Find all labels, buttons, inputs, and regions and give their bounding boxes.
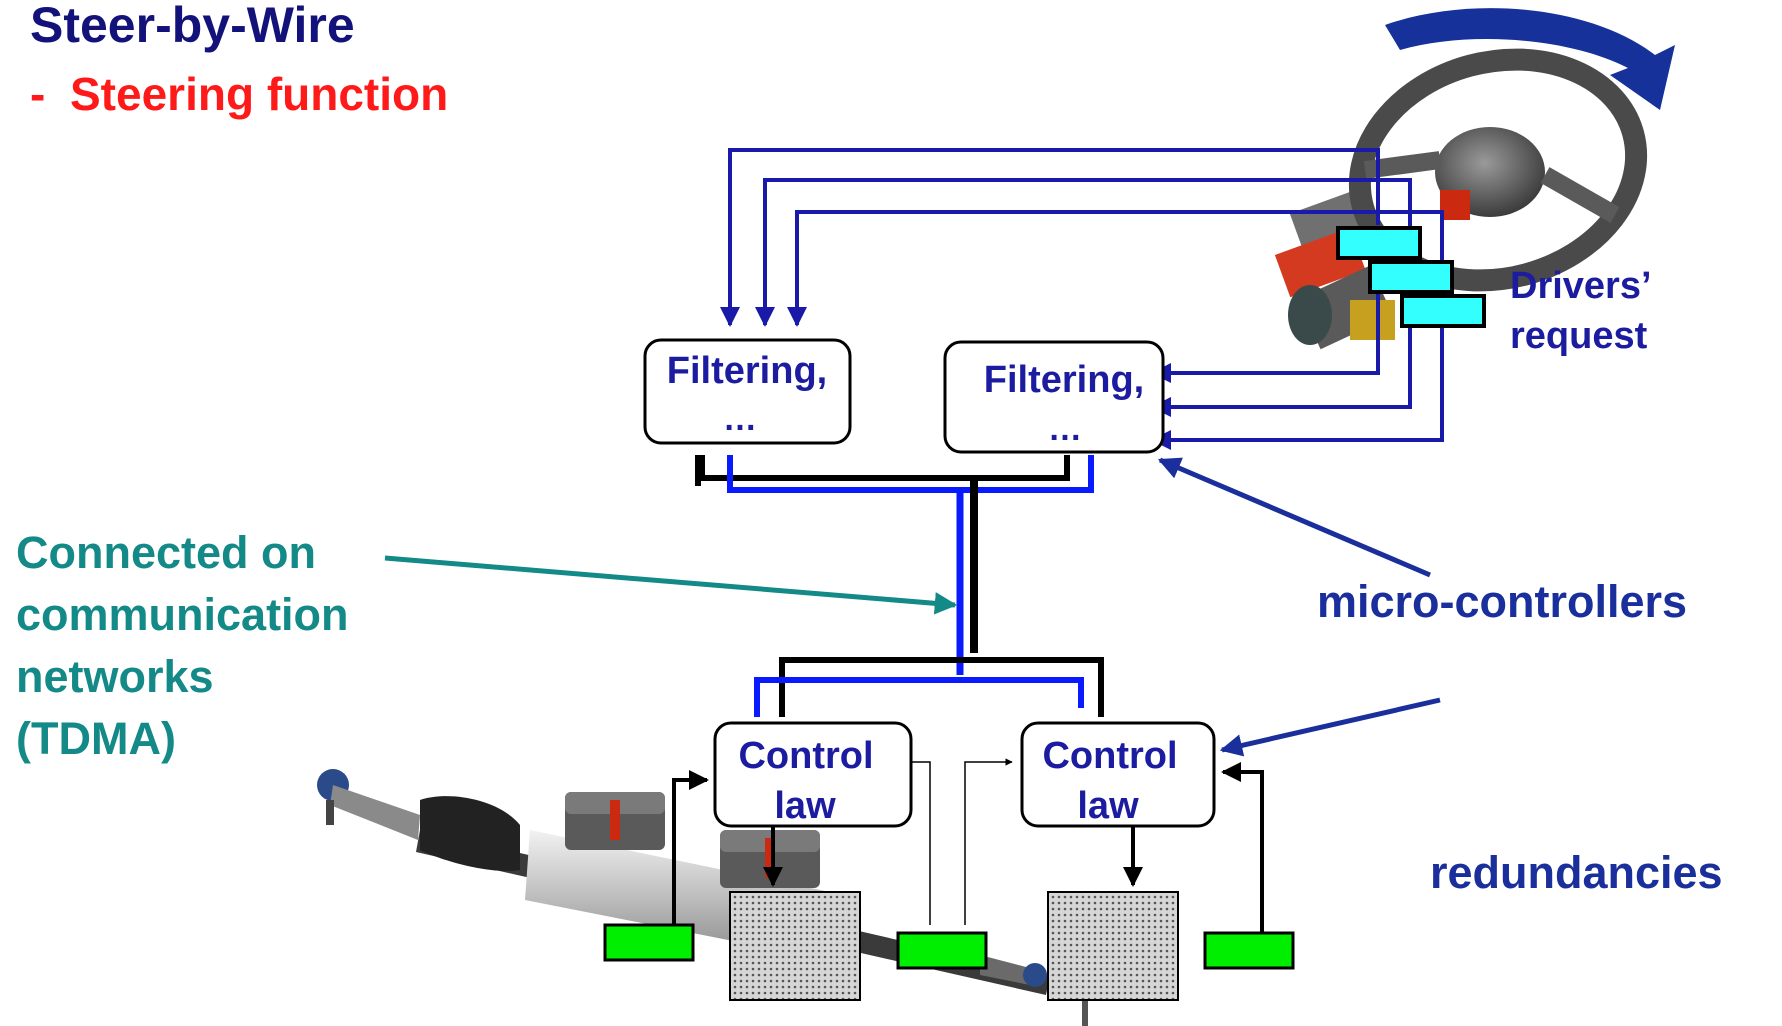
position-sensor-3 — [1400, 294, 1486, 328]
actuator-right — [1047, 891, 1179, 1001]
drivers-request-line2: request — [1510, 315, 1648, 357]
filtering-left-line2: … — [723, 400, 757, 438]
control-right-line1: Control — [1042, 735, 1177, 777]
control-law-node-right — [1020, 721, 1216, 828]
connected-line3: networks — [16, 651, 214, 702]
slide-title: Steer-by-Wire — [30, 0, 355, 53]
filtering-left-line1: Filtering, — [667, 350, 827, 392]
filtering-right-line2: … — [1048, 410, 1082, 448]
connected-line4: (TDMA) — [16, 713, 176, 764]
connected-line1: Connected on — [16, 527, 316, 578]
communication-bus — [695, 455, 1104, 717]
feedback-sensor-right — [1203, 931, 1295, 970]
filtering-node-right — [943, 340, 1165, 454]
control-left-line1: Control — [738, 735, 873, 777]
filtering-right-line1: Filtering, — [984, 359, 1144, 401]
position-sensor-1 — [1336, 226, 1422, 260]
slide-subtitle: Steering function — [70, 68, 448, 120]
drivers-request-line1: Drivers’ — [1510, 265, 1652, 307]
rotation-arrow-icon — [1385, 8, 1675, 110]
redundancies-label: redundancies — [1430, 847, 1723, 898]
feedback-wires — [672, 762, 1264, 933]
actuator-links — [763, 758, 1143, 925]
connected-arrow — [384, 555, 958, 615]
steering-rack-icon — [317, 769, 1088, 1026]
filtering-node-left — [643, 338, 852, 445]
position-sensor-2 — [1368, 260, 1454, 294]
control-left-line2: law — [774, 785, 836, 827]
feedback-sensor-left — [603, 923, 695, 962]
control-right-line2: law — [1077, 785, 1139, 827]
connected-line2: communication — [16, 589, 349, 640]
actuator-left — [729, 891, 861, 1001]
micro-controllers-arrow-2 — [1219, 697, 1441, 757]
subtitle-bullet: - — [30, 68, 45, 120]
control-law-node-left — [713, 721, 913, 828]
micro-controllers-arrow — [1157, 457, 1431, 578]
micro-controllers-label: micro-controllers — [1317, 576, 1687, 627]
feedback-sensor-middle — [896, 931, 988, 970]
